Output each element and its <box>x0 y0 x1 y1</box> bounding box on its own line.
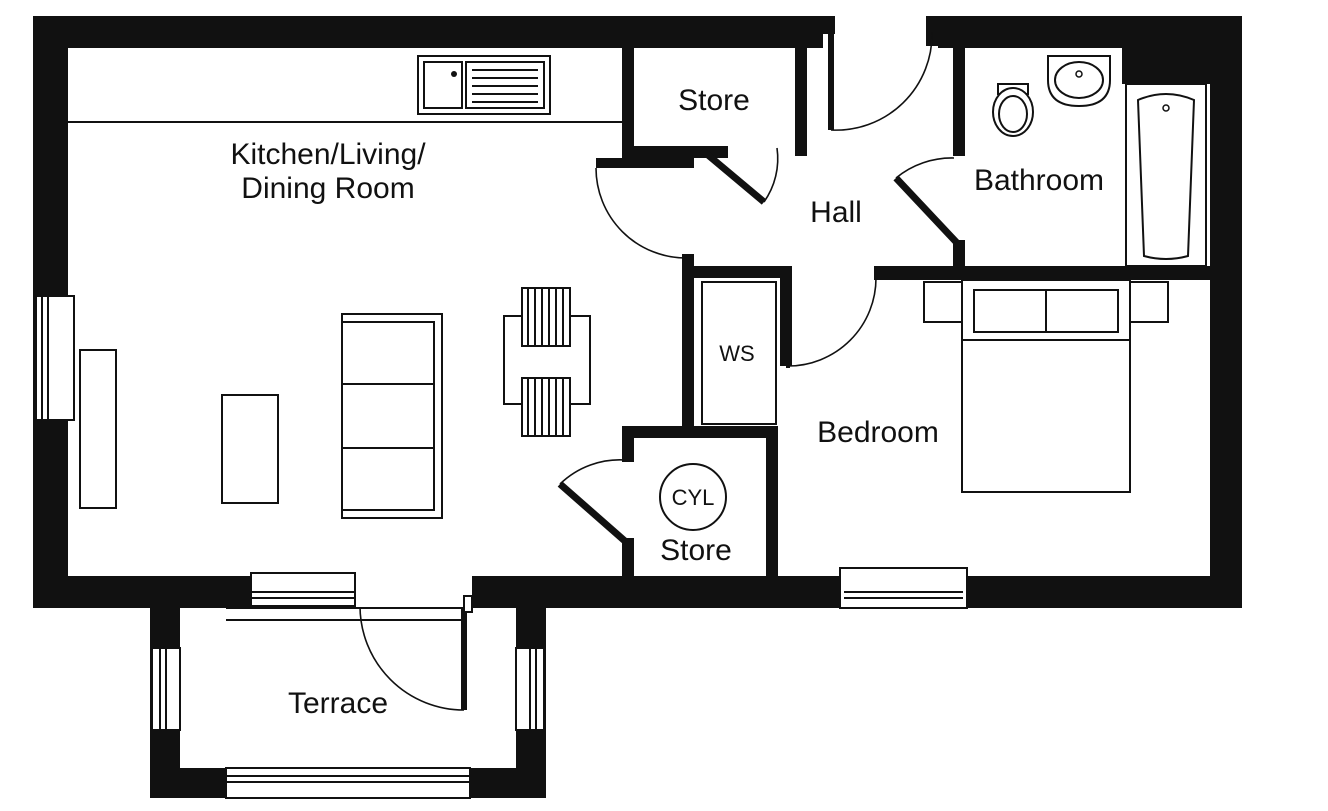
kitchen-label-line1: Kitchen/Living/ <box>230 138 426 171</box>
ws-cupboard <box>701 281 777 425</box>
cyl-label: CYL <box>672 485 715 510</box>
terrace-walls <box>150 608 546 799</box>
basin <box>1047 55 1111 108</box>
kitchen-counter <box>68 55 622 123</box>
left-window <box>35 295 75 421</box>
bedroom-label: Bedroom <box>817 416 939 449</box>
bathroom-label: Bathroom <box>974 164 1104 197</box>
doors <box>359 31 961 711</box>
interior-walls <box>596 16 1214 578</box>
store-bottom-label: Store <box>660 534 732 567</box>
sink <box>417 55 551 115</box>
bedroom-window <box>839 567 968 609</box>
hall-label: Hall <box>810 196 862 229</box>
exterior-walls <box>33 16 1242 608</box>
sofa <box>341 313 443 519</box>
bed <box>923 279 1169 493</box>
dining-chair-bottom <box>521 377 571 437</box>
terrace-door <box>359 605 467 711</box>
entrance-door <box>828 31 933 131</box>
store-top-door <box>699 147 779 205</box>
coffee-table <box>221 394 279 504</box>
bedroom-door <box>786 277 877 368</box>
bathtub <box>1125 83 1207 267</box>
toilet <box>992 83 1034 137</box>
terrace-opening <box>226 572 473 621</box>
ws-label: WS <box>719 341 754 366</box>
bathroom-door <box>893 157 961 247</box>
kitchen-label-line2: Dining Room <box>241 172 414 205</box>
store-top-label: Store <box>678 84 750 117</box>
tv-unit <box>79 349 117 509</box>
room-labels: Kitchen/Living/ Dining Room Store Hall B… <box>230 84 1104 720</box>
terrace-label: Terrace <box>288 687 388 720</box>
dining-chair-top <box>521 287 571 347</box>
cyl-store-door <box>557 458 629 545</box>
kitchen-door <box>595 167 687 259</box>
cylinder <box>659 463 727 531</box>
dining-table <box>503 287 591 437</box>
